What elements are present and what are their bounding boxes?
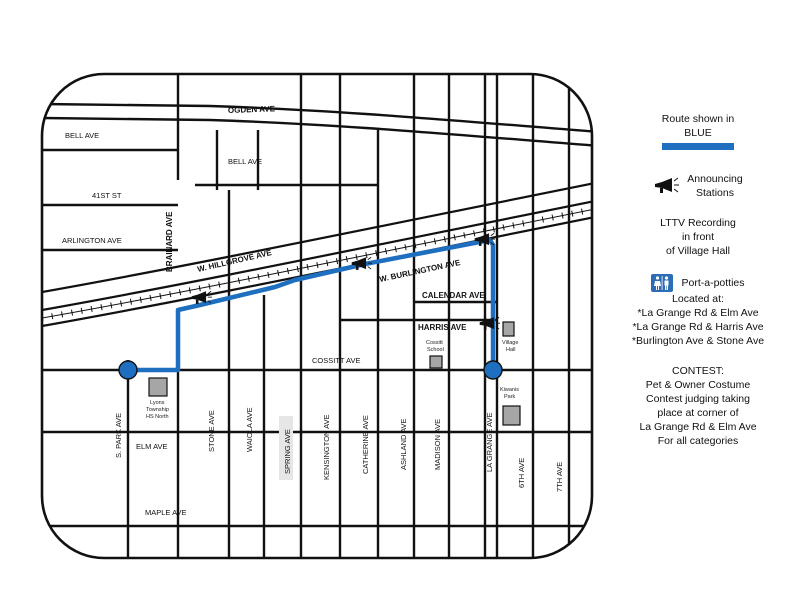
village-hall-label-1: Village <box>502 340 518 346</box>
kensington-ave-label: KENSINGTON AVE <box>322 414 331 480</box>
sixth-ave-label: 6TH AVE <box>517 458 526 488</box>
map-frame <box>40 72 594 560</box>
kiwanis-park-label-1: Kiwanis <box>500 387 519 393</box>
route-color-swatch <box>662 143 734 150</box>
potty-text-2: Located at: <box>672 293 724 305</box>
lttv-text-2: in front <box>681 231 715 243</box>
potty-location-2: *La Grange Rd & Harris Ave <box>632 321 764 333</box>
kiwanis-park-label-2: Park <box>504 394 516 400</box>
cossitt-school-label-2: School <box>427 347 444 353</box>
map-legend: Route shown in BLUE Announcing Stations … <box>598 112 798 464</box>
ogden-ave-line-2 <box>42 116 592 148</box>
spring-ave-highlight <box>279 416 293 480</box>
contest-text-3: Contest judging taking <box>646 393 750 405</box>
contest-text-1: CONTEST: <box>672 365 724 377</box>
potty-legend: Port-a-potties Located at: *La Grange Rd… <box>598 274 798 348</box>
announcing-legend: Announcing Stations <box>598 172 798 200</box>
announcing-text-2: Stations <box>696 187 734 199</box>
waiola-ave-label: WAIOLA AVE <box>245 407 254 452</box>
village-hall-building <box>502 321 515 337</box>
lyons-label-3: HS North <box>146 414 169 420</box>
parade-route-line <box>128 237 496 373</box>
brainard-ave-label: BRAINARD AVE <box>165 211 174 272</box>
route-legend: Route shown in BLUE <box>598 112 798 150</box>
route-end-marker <box>483 360 503 380</box>
route-legend-text-1: Route shown in <box>661 113 735 125</box>
stone-ave-label: STONE AVE <box>207 410 216 452</box>
route-legend-text-2: BLUE <box>684 127 712 139</box>
potty-location-1: *La Grange Rd & Elm Ave <box>637 307 759 319</box>
bell-ave-west-label: BELL AVE <box>65 131 99 140</box>
ogden-ave-label: OGDEN AVE <box>228 104 276 115</box>
bell-ave-east-label: BELL AVE <box>228 157 262 166</box>
lttv-text-3: of Village Hall <box>665 245 730 257</box>
contest-text-2: Pet & Owner Costume <box>645 379 751 391</box>
lyons-label-2: Township <box>146 407 169 413</box>
la-grange-ave-label: LA GRANGE AVE <box>485 413 494 472</box>
potty-text-1: Port-a-potties <box>681 277 745 289</box>
arlington-ave-label: ARLINGTON AVE <box>62 236 122 245</box>
contest-text-6: For all categories <box>657 435 739 447</box>
lyons-label-1: Lyons <box>150 400 165 406</box>
41st-st-label: 41ST ST <box>92 191 122 200</box>
announcing-text-1: Announcing <box>687 173 743 185</box>
spring-ave-label: SPRING AVE <box>283 429 292 474</box>
village-hall-label-2: Hall <box>506 347 515 353</box>
place-labels: Lyons Township HS North Cossitt School V… <box>146 340 519 420</box>
contest-text-4: place at corner of <box>657 407 739 419</box>
cossitt-school-label-1: Cossitt <box>426 340 443 346</box>
megaphone-icon <box>655 177 680 193</box>
ogden-ave-line-1 <box>42 102 592 134</box>
cossitt-ave-label: COSSITT AVE <box>312 356 361 365</box>
potty-location-3: *Burlington Ave & Stone Ave <box>631 335 765 347</box>
madison-ave-label: MADISON AVE <box>433 419 442 470</box>
maple-ave-label: MAPLE AVE <box>145 508 187 517</box>
ew-streets <box>42 102 592 528</box>
ashland-ave-label: ASHLAND AVE <box>399 418 408 470</box>
harris-ave-label: HARRIS AVE <box>418 323 467 332</box>
kiwanis-park-building <box>502 405 521 426</box>
lttv-text-1: LTTV Recording <box>660 217 736 229</box>
catherine-ave-label: CATHERINE AVE <box>361 415 370 474</box>
route-start-marker <box>118 360 138 380</box>
cossitt-school-building <box>429 355 443 369</box>
restroom-icon <box>651 274 674 292</box>
s-park-ave-label: S. PARK AVE <box>114 413 123 458</box>
elm-ave-label: ELM AVE <box>136 442 168 451</box>
seventh-ave-label: 7TH AVE <box>555 462 564 492</box>
calendar-ave-label: CALENDAR AVE <box>422 291 485 300</box>
lttv-legend: LTTV Recording in front of Village Hall <box>598 216 798 258</box>
contest-legend: CONTEST: Pet & Owner Costume Contest jud… <box>598 364 798 448</box>
contest-text-5: La Grange Rd & Elm Ave <box>639 421 757 433</box>
lyons-township-hs-building <box>148 377 168 397</box>
